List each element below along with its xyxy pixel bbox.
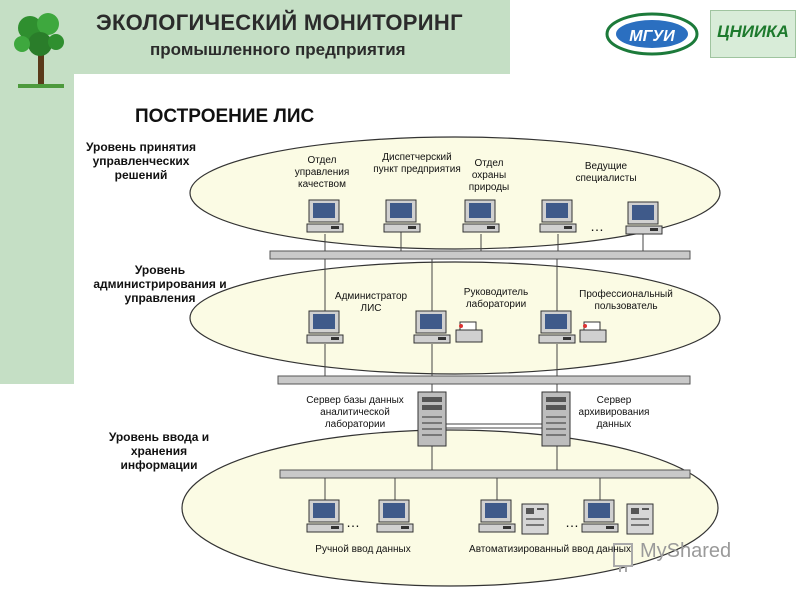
level-label-bottom: Уровень ввода и хранения информации — [108, 430, 210, 472]
computer-icon-nature — [462, 199, 500, 233]
node-label-pro-user: Профессиональный пользователь — [579, 289, 673, 312]
printer-icon-pro-user — [579, 321, 607, 343]
level-label-top: Уровень принятия управленческих решений — [86, 140, 196, 182]
node-label-admin: Администратор ЛИС — [334, 291, 408, 314]
page-title: ЭКОЛОГИЧЕСКИЙ МОНИТОРИНГ — [96, 10, 463, 35]
node-label-lab-head: Руководитель лаборатории — [463, 287, 529, 310]
computer-icon-dispatch — [383, 199, 421, 233]
side-band — [0, 74, 74, 384]
page-subtitle: промышленного предприятия — [150, 40, 406, 59]
computer-icon-leading-1 — [539, 199, 577, 233]
node-label-auto: Автоматизированный ввод данных — [469, 544, 631, 555]
cniika-logo: ЦНИИКА — [710, 10, 796, 58]
level-label-middle: Уровень администрирования и управления — [93, 263, 227, 305]
level-bottom-ellipse — [181, 429, 719, 587]
watermark-text: MyShared — [640, 540, 732, 562]
computer-icon-lab-head — [413, 310, 451, 344]
node-label-dispatch: Диспетчерский пункт предприятия — [373, 152, 461, 175]
bus-top — [269, 250, 691, 260]
bus-bottom — [279, 469, 691, 479]
server-icon-db — [417, 391, 447, 447]
node-label-manual: Ручной ввод данных — [315, 544, 411, 555]
header-band — [0, 0, 510, 74]
server-icon-archive — [541, 391, 571, 447]
computer-icon-quality — [306, 199, 344, 233]
node-label-db-server: Сервер базы данных аналитической лаборат… — [306, 395, 404, 430]
computer-icon-manual-1 — [306, 499, 344, 533]
ellipsis-manual: … — [346, 514, 361, 530]
instrument-icon-1 — [521, 503, 549, 535]
mgu-logo-text: МГУИ — [629, 28, 675, 45]
tree-icon — [14, 13, 64, 88]
cniika-logo-text: ЦНИИКА — [717, 22, 789, 41]
instrument-icon-2 — [626, 503, 654, 535]
printer-icon-lab-head — [455, 321, 483, 343]
computer-icon-leading-2 — [625, 201, 663, 235]
bus-middle — [277, 375, 691, 385]
mgu-logo-icon: МГУИ — [605, 12, 699, 56]
node-label-archive-server: Сервер архивирования данных — [578, 395, 650, 430]
ellipsis-auto: … — [565, 514, 580, 530]
ellipsis-top: … — [590, 218, 605, 234]
node-label-nature: Отдел охраны природы — [468, 158, 510, 193]
computer-icon-manual-2 — [376, 499, 414, 533]
computer-icon-auto-1 — [478, 499, 516, 533]
computer-icon-auto-2 — [581, 499, 619, 533]
section-title: ПОСТРОЕНИЕ ЛИС — [135, 106, 315, 127]
node-label-leading: Ведущие специалисты — [575, 161, 637, 184]
node-label-quality: Отдел управления качеством — [294, 155, 350, 190]
computer-icon-admin — [306, 310, 344, 344]
computer-icon-pro-user — [538, 310, 576, 344]
level-middle-ellipse — [189, 261, 721, 375]
watermark-logo-icon — [613, 543, 633, 572]
